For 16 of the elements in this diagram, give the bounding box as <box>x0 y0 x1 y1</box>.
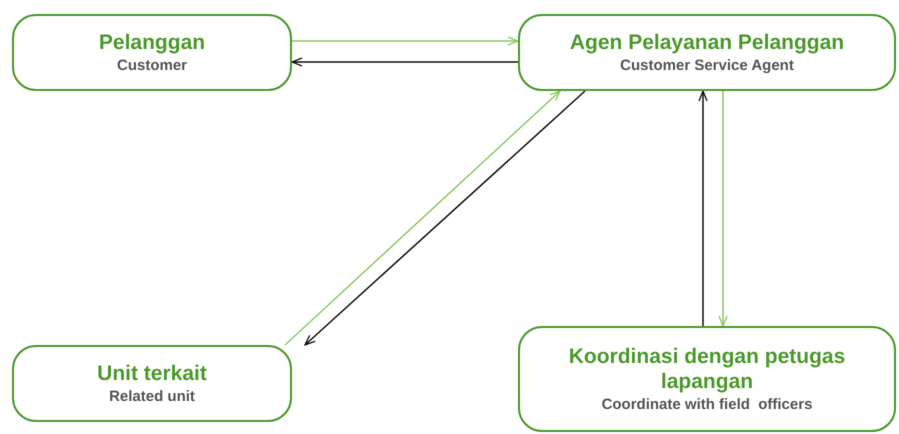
node-subtitle: Coordinate with field officers <box>602 396 812 413</box>
node-title: Koordinasi dengan petugas lapangan <box>568 345 846 394</box>
process-box <box>518 14 896 91</box>
node-subtitle: Customer Service Agent <box>620 57 794 74</box>
node-subtitle: Related unit <box>109 388 195 406</box>
process-box <box>12 345 292 422</box>
arrow <box>292 36 519 46</box>
node-title: Pelanggan <box>98 30 206 56</box>
arrow <box>718 91 728 327</box>
node-title: Unit terkait <box>97 362 207 386</box>
node-title: Agen Pelayanan Pelanggan <box>570 30 844 56</box>
node-subtitle: Customer <box>116 57 187 74</box>
arrow <box>698 90 708 326</box>
arrow <box>291 57 518 67</box>
process-box <box>12 14 292 91</box>
process-box <box>518 326 896 432</box>
